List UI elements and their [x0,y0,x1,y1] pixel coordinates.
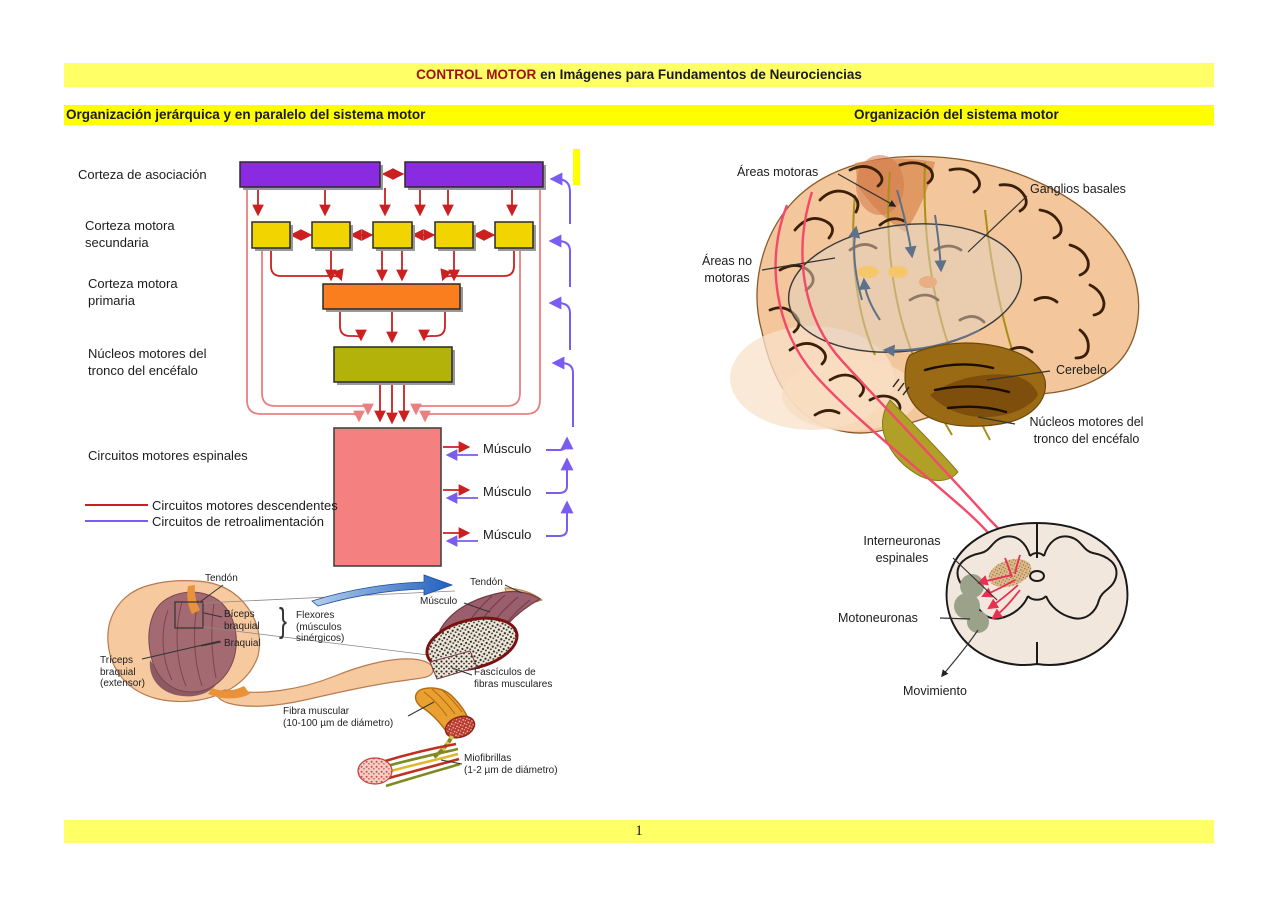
brainstem-to-spinal-arrows [374,382,410,425]
zoom-arrow [311,574,454,607]
label-motoneurons: Motoneuronas [838,611,918,625]
fascicle [429,650,478,680]
label-basal-ganglia: Ganglios basales [1030,182,1126,196]
myofibril-cross-section [357,757,393,785]
flowchart-boxes [239,161,546,567]
association-cortex-box-2 [404,161,544,188]
cortex-to-secondary-arrows [252,168,518,217]
label-muscle-2: Músculo [483,484,532,499]
association-cortex-box [239,161,381,188]
label-cerebellum: Cerebelo [1056,363,1107,377]
label-muscle-1: Músculo [483,441,532,456]
label-secondary-motor-cortex: Corteza motora secundaria [85,218,175,251]
spinal-cord-illustration [939,521,1129,678]
label-motor-areas: Áreas motoras [737,165,819,179]
spinal-circuits-box [333,427,442,567]
cord-pointer-lines [939,557,998,678]
legend-feedback-label: Circuitos de retroalimentación [152,514,324,529]
flowchart-diagram [85,149,580,567]
label-myofibrils: Miofibrillas (1-2 µm de diámetro) [464,753,558,776]
secondary-motor-boxes [251,221,536,251]
label-biceps: Bíceps braquial [224,609,260,632]
page-number-bar: 1 [64,820,1214,843]
label-fascicles: Fascículos de fibras musculares [474,667,553,690]
section-header-bar: Organización jerárquica y en paralelo de… [64,105,1214,125]
label-muscle-tendon: Tendón [470,577,503,588]
label-association-cortex: Corteza de asociación [78,167,207,182]
motoneuron-pool [954,574,989,633]
brainstem [882,399,959,481]
label-muscle-3: Músculo [483,527,532,542]
cortical-loop-arrows [848,189,981,357]
page-number: 1 [635,823,643,839]
primary-motor-box [322,283,461,310]
highlight-tick [573,149,580,185]
label-flexors: Flexores (músculos sinérgicos) [296,610,345,644]
left-section-title: Organización jerárquica y en paralelo de… [66,107,426,122]
brain-illustration [730,155,1140,559]
brain-pointer-lines [761,173,1051,425]
primary-to-brainstem-arrows [339,309,446,344]
label-movement: Movimiento [903,684,967,698]
title-prefix: CONTROL MOTOR [416,67,537,82]
secondary-to-primary-arrows [270,229,515,282]
label-arm-tendon: Tendón [205,573,238,584]
cord-input-arrows [976,554,1021,620]
magnified-region-box [174,601,204,629]
feedback-rail [546,172,574,537]
legend-lines [85,504,148,522]
muscle-arrows [443,441,478,547]
title-rest: en Imágenes para Fundamentos de Neurocie… [536,67,862,82]
label-brainstem-nuclei: Núcleos motores del tronco del encéfalo [88,346,207,379]
myofibrils [379,742,461,788]
fiber-cross-section [444,715,476,739]
label-brachialis: Braquial [224,638,261,649]
label-spinal-interneurons: Interneuronas espinales [863,534,941,565]
flexors-brace: } [279,602,287,640]
label-brainstem-motor-nuclei: Núcleos motores del tronco del encéfalo [1029,415,1144,446]
right-section-title: Organización del sistema motor [854,107,1059,122]
legend-descending-label: Circuitos motores descendentes [152,498,338,513]
label-triceps: Tríceps braquial (extensor) [100,655,146,689]
arm-illustration [107,574,456,707]
brainstem-nuclei-box [333,346,453,383]
basal-ganglia-ellipse [787,223,1023,353]
label-muscle-body: Músculo [420,596,458,607]
label-muscle-fiber: Fibra muscular (10-100 µm de diámetro) [283,706,394,729]
label-non-motor-areas: Áreas no motoras [701,254,753,285]
muscle-illustration [357,584,543,788]
label-spinal-circuits: Circuitos motores espinales [88,448,248,463]
label-primary-motor-cortex: Corteza motora primaria [88,276,178,309]
descending-bypass-lines [246,187,541,423]
title-bar: CONTROL MOTOR en Imágenes para Fundament… [64,63,1214,87]
